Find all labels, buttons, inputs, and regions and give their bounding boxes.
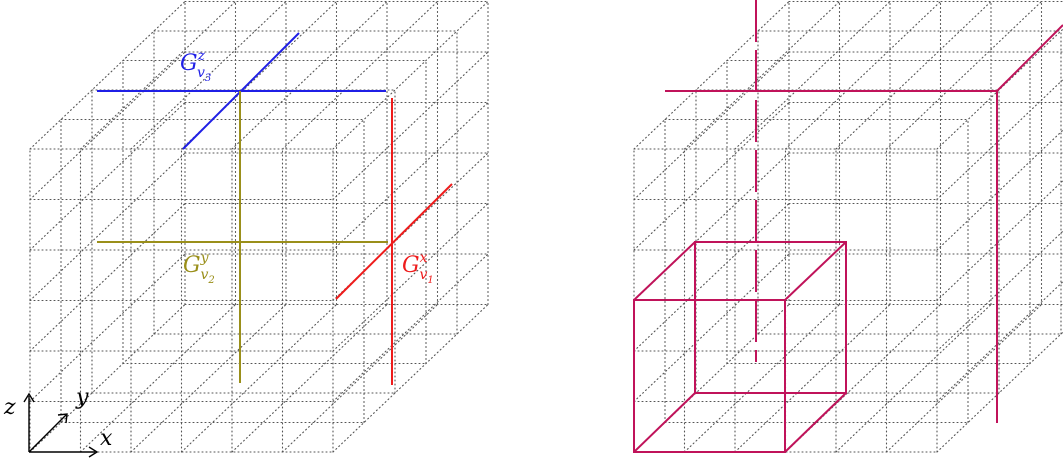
grid-line	[231, 0, 388, 150]
grid-line	[130, 0, 287, 150]
grid-line	[633, 202, 790, 352]
grid-line	[332, 202, 489, 352]
cube-front-face	[633, 299, 786, 453]
grid-line	[734, 303, 891, 453]
grid-line	[633, 51, 790, 201]
grid-line	[683, 0, 841, 150]
axis-label-y: y	[75, 385, 89, 410]
grid-line	[633, 101, 790, 251]
grid-line	[29, 202, 186, 352]
grid-line	[281, 0, 439, 150]
grid-line	[29, 303, 186, 453]
left-dotted-grid-cube	[29, 0, 489, 453]
grid-line	[633, 253, 790, 403]
grid-line	[281, 303, 439, 453]
grid-line	[332, 101, 489, 251]
grid-line	[29, 0, 186, 150]
grid-line	[936, 280, 1063, 403]
axis-label-z: z	[3, 395, 16, 420]
grid-line	[885, 303, 1043, 453]
grid-line	[79, 0, 237, 150]
grid-line	[936, 331, 1063, 453]
grid-line	[231, 303, 388, 453]
y-arrowhead	[57, 413, 68, 424]
grid-line	[332, 253, 489, 403]
grid-line	[683, 303, 841, 453]
cube-back-face	[694, 241, 847, 394]
grid-line	[332, 303, 489, 453]
x-arrowhead	[88, 446, 99, 458]
grid-line	[936, 230, 1063, 352]
axis-label-x: x	[100, 426, 113, 451]
cube-edge-top-left	[633, 241, 696, 301]
grid-line	[936, 129, 1063, 251]
grid-line	[130, 303, 287, 453]
grid-line	[29, 51, 186, 201]
grid-line	[936, 78, 1063, 201]
grid-line	[29, 152, 186, 302]
axes-indicator	[23, 392, 99, 458]
gx-v1-red-lines	[335, 98, 453, 385]
grid-line	[784, 0, 942, 150]
grid-line	[936, 179, 1063, 302]
grid-line	[734, 0, 891, 150]
grid-line	[633, 0, 790, 150]
y-axis-arrow	[28, 414, 67, 453]
gz-v3-blue-lines	[97, 32, 386, 150]
right-dotted-grid-cube	[633, 0, 1063, 453]
grid-line	[332, 0, 489, 150]
grid-line	[936, 28, 1063, 150]
z-arrowhead	[23, 392, 35, 403]
gy-v2-olive-lines	[97, 91, 388, 383]
grid-line	[835, 303, 992, 453]
cube-edge-bottom-left	[633, 392, 696, 453]
gx-diagonal-line	[335, 183, 453, 300]
grid-line	[180, 303, 338, 453]
grid-line	[29, 253, 186, 403]
right-magenta-lines	[665, 0, 1063, 423]
cube-edge-bottom-right	[784, 392, 847, 453]
magenta-wireframe-cube	[633, 241, 847, 453]
top-right-diagonal-line	[996, 24, 1063, 92]
cube-edge-top-right	[784, 241, 847, 301]
grid-line	[835, 0, 992, 150]
grid-line	[29, 101, 186, 251]
grid-line	[79, 303, 237, 453]
grid-line	[332, 51, 489, 201]
grid-line	[885, 0, 1043, 150]
